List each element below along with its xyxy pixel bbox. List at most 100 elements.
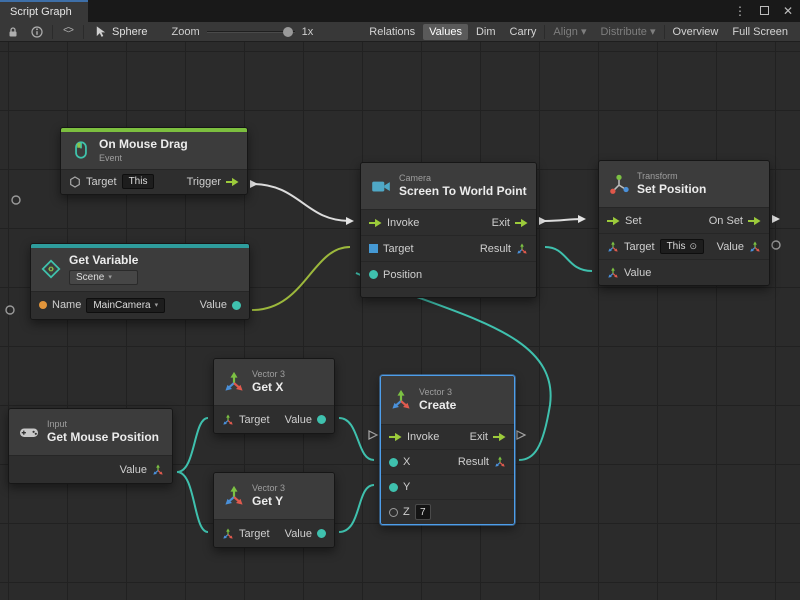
z-value-input[interactable]: 7 [415, 504, 431, 520]
chip-label: This [667, 241, 686, 252]
vector3-output-port-icon[interactable] [516, 243, 528, 255]
port-label-target: Target [383, 243, 414, 255]
mouse-drag-icon [70, 139, 92, 161]
node-set-position[interactable]: Transform Set Position Set On Set Target… [598, 160, 770, 286]
y-input-port[interactable] [389, 483, 398, 492]
tab-label: Script Graph [10, 6, 72, 18]
vector3-output-port-icon[interactable] [749, 241, 761, 253]
vector3-output-port-icon[interactable] [494, 456, 506, 468]
port-label-value: Value [285, 414, 312, 426]
vector3-input-port-icon[interactable] [607, 267, 619, 279]
string-port[interactable] [39, 301, 47, 309]
value-output-port[interactable] [232, 301, 241, 310]
vector3-input-port-icon[interactable] [222, 414, 234, 426]
port-label-exit: Exit [470, 431, 488, 443]
zoom-value: 1x [302, 26, 314, 38]
lock-button[interactable] [4, 26, 22, 38]
control-input-port-icon[interactable] [369, 218, 382, 228]
port-label-invoke: Invoke [387, 217, 419, 229]
position-input-port[interactable] [369, 270, 378, 279]
port-label-invoke: Invoke [407, 431, 439, 443]
overview-button[interactable]: Overview [667, 24, 725, 40]
variable-name-dropdown[interactable]: MainCamera▾ [86, 298, 165, 313]
control-input-port-icon[interactable] [607, 216, 620, 226]
window-controls: ⋮ ✕ [727, 0, 800, 22]
node-title: Get Y [252, 495, 285, 509]
port-label-value-in: Value [624, 267, 651, 279]
window-maximize-button[interactable] [753, 0, 776, 22]
values-button[interactable]: Values [423, 24, 468, 40]
node-subtitle: Event [99, 154, 188, 163]
toolbar-buttons: Relations Values Dim Carry Align ▾ Distr… [363, 23, 796, 40]
graph-name-label: Sphere [112, 26, 147, 38]
window-close-button[interactable]: ✕ [776, 0, 800, 22]
vector3-input-port-icon[interactable] [222, 528, 234, 540]
inspect-button[interactable] [28, 26, 46, 38]
port-label-result: Result [480, 243, 511, 255]
x-input-port[interactable] [389, 458, 398, 467]
variable-scope-dropdown[interactable]: Scene▾ [69, 270, 138, 285]
target-this-chip[interactable]: This⊙ [660, 239, 704, 254]
distribute-button[interactable]: Distribute ▾ [594, 23, 661, 40]
dim-button[interactable]: Dim [470, 24, 502, 40]
zoom-control: Zoom 1x [172, 26, 314, 38]
relations-button[interactable]: Relations [363, 24, 421, 40]
node-title: Set Position [637, 183, 706, 197]
port-label-value: Value [120, 464, 147, 476]
node-category: Vector 3 [419, 388, 456, 397]
port-label-value: Value [200, 299, 227, 311]
vector3-icon [223, 371, 245, 393]
control-output-port-icon[interactable] [493, 432, 506, 442]
full-screen-button[interactable]: Full Screen [726, 24, 794, 40]
node-title: Get Variable [69, 254, 138, 268]
node-get-y[interactable]: Vector 3 Get Y Target Value [213, 472, 335, 548]
node-screen-to-world-point[interactable]: Camera Screen To World Point Invoke Exit… [360, 162, 537, 298]
graph-toolbar: <> Sphere Zoom 1x Relations Values Dim C… [0, 22, 800, 42]
control-output-port-icon[interactable] [748, 216, 761, 226]
port-label-value-out: Value [717, 241, 744, 253]
transform-input-port-icon[interactable] [607, 241, 619, 253]
toolbar-separator [544, 25, 545, 39]
camera-input-port[interactable] [369, 244, 378, 253]
node-on-mouse-drag[interactable]: On Mouse Drag Event Target This Trigger [60, 127, 248, 195]
control-input-port-icon[interactable] [389, 432, 402, 442]
vector3-icon [390, 389, 412, 411]
value-output-port[interactable] [317, 529, 326, 538]
vector3-output-port-icon[interactable] [152, 464, 164, 476]
window-menu-button[interactable]: ⋮ [727, 0, 753, 22]
node-get-x[interactable]: Vector 3 Get X Target Value [213, 358, 335, 434]
node-vector3-create[interactable]: Vector 3 Create Invoke Exit X Result [380, 375, 515, 525]
chevron-down-icon: ▾ [108, 273, 112, 281]
node-title: Get X [252, 381, 285, 395]
maximize-icon [760, 6, 769, 15]
node-category: Camera [399, 174, 527, 183]
carry-button[interactable]: Carry [504, 24, 543, 40]
port-label-result: Result [458, 456, 489, 468]
object-picker-icon: ⊙ [689, 241, 697, 252]
zoom-slider[interactable] [207, 26, 295, 38]
port-label-on-set: On Set [709, 215, 743, 227]
node-footer [361, 287, 536, 297]
node-get-variable[interactable]: Get Variable Scene▾ Name MainCamera▾ Val… [30, 243, 250, 320]
node-get-mouse-position[interactable]: Input Get Mouse Position Value [8, 408, 173, 484]
variable-icon [40, 258, 62, 280]
control-output-port-icon[interactable] [515, 218, 528, 228]
target-this-chip[interactable]: This [122, 174, 155, 189]
port-label-exit: Exit [492, 217, 510, 229]
align-button[interactable]: Align ▾ [547, 23, 592, 40]
port-label-target: Target [86, 176, 117, 188]
info-icon [31, 26, 43, 38]
camera-icon [370, 175, 392, 197]
node-category: Vector 3 [252, 370, 285, 379]
z-input-port[interactable] [389, 508, 398, 517]
port-label-position: Position [383, 269, 422, 281]
zoom-slider-handle[interactable] [283, 27, 293, 37]
control-output-port-icon[interactable] [226, 177, 239, 187]
chip-label: This [129, 176, 148, 187]
value-output-port[interactable] [317, 415, 326, 424]
edit-code-button[interactable]: <> [59, 26, 77, 37]
tab-bar: Script Graph ⋮ ✕ [0, 0, 800, 22]
tab-script-graph[interactable]: Script Graph [0, 0, 88, 22]
graph-breadcrumb[interactable]: Sphere [90, 25, 151, 38]
